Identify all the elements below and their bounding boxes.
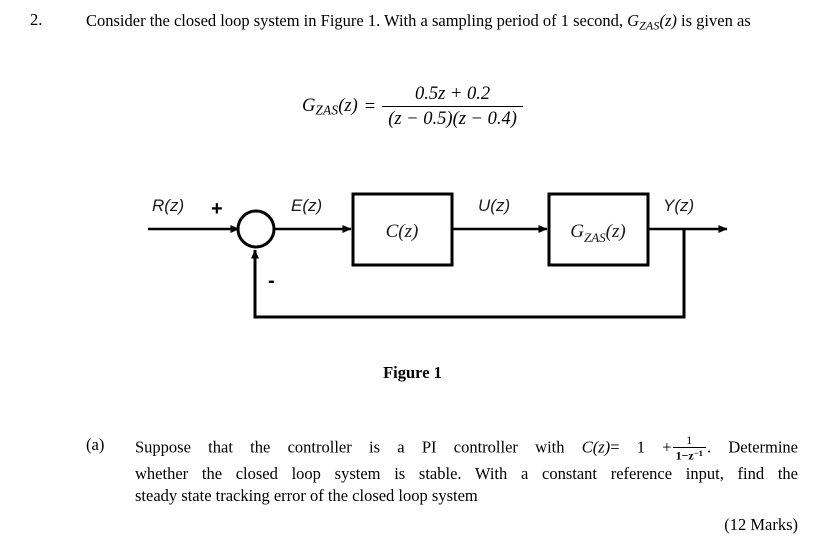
part-a-label: (a)	[86, 435, 105, 454]
label-control-U: U(z)	[478, 196, 510, 215]
plant-label-subscript: ZAS	[584, 230, 606, 245]
symbol-G-subscript: ZAS	[639, 18, 660, 33]
plant-label-var: z	[611, 221, 620, 242]
controller-label-var: z	[404, 221, 413, 242]
part-a-line-1: Suppose that the controller is a PI cont…	[135, 433, 799, 463]
equation-row: GZAS(z) = 0.5z + 0.2 (z − 0.5)(z − 0.4)	[302, 84, 523, 131]
label-plus-sign: +	[211, 198, 223, 220]
symbol-G: G	[627, 11, 640, 30]
equation-lhs-subscript: ZAS	[315, 102, 339, 118]
plant-block-label: GZAS(z)	[570, 221, 625, 245]
part-a-fraction-numerator: 1	[686, 433, 693, 447]
plant-label-main: G	[570, 221, 584, 242]
label-minus-sign: -	[268, 270, 275, 292]
part-a-denominator-exponent: −1	[693, 447, 703, 458]
label-input-R: R(z)	[152, 196, 184, 215]
part-a-body: Suppose that the controller is a PI cont…	[135, 433, 799, 507]
figure-caption: Figure 1	[383, 363, 442, 382]
part-a-text-c: . Determine	[706, 437, 799, 457]
label-output-Y: Y(z)	[663, 196, 694, 215]
part-a-text-a: Suppose that the controller is a PI cont…	[135, 437, 582, 457]
controller-label-main: C(	[386, 221, 407, 242]
equation-denominator: (z − 0.5)(z − 0.4)	[382, 106, 523, 130]
marks-allocation: (12 Marks)	[724, 515, 798, 534]
controller-label-close: )	[411, 221, 418, 242]
equation-lhs-argument: (z)	[338, 95, 358, 116]
block-diagram-figure: C(z) GZAS(z) R(z) + E(z) U(z) Y(z) -	[0, 175, 825, 350]
feedback-path	[251, 229, 686, 319]
part-a-line-2: whether the closed loop system is stable…	[135, 463, 798, 483]
label-error-E: E(z)	[291, 196, 322, 215]
question-text-segment-1: Consider the closed loop system in Figur…	[86, 11, 628, 30]
plant-label-open: (	[606, 221, 614, 242]
part-a-fraction-denominator: 1−z−1	[672, 446, 706, 463]
equation-lhs-G: G	[302, 95, 316, 116]
question-number: 2.	[30, 10, 43, 29]
plant-label-close: )	[618, 221, 625, 242]
question-text: Consider the closed loop system in Figur…	[86, 10, 806, 36]
part-a-cz-symbol: C(z)	[581, 437, 611, 457]
part-a-denominator-base: 1−z	[675, 448, 694, 463]
block-diagram-svg: C(z) GZAS(z) R(z) + E(z) U(z) Y(z) -	[148, 192, 728, 319]
controller-block-label: C(z)	[386, 221, 419, 242]
question-text-segment-2: is given as	[676, 11, 751, 30]
summing-junction	[236, 209, 276, 249]
part-a-line-3: steady state tracking error of the close…	[135, 485, 478, 505]
symbol-G-argument: (z)	[659, 11, 677, 30]
display-equation: GZAS(z) = 0.5z + 0.2 (z − 0.5)(z − 0.4)	[0, 84, 825, 131]
plant-block	[547, 192, 650, 267]
equation-numerator: 0.5z + 0.2	[414, 84, 491, 104]
equation-lhs: GZAS(z)	[302, 96, 358, 119]
part-a-text-b: = 1 +	[610, 437, 672, 457]
controller-block	[351, 192, 454, 267]
equation-equals-sign: =	[364, 96, 376, 117]
equation-fraction: 0.5z + 0.2 (z − 0.5)(z − 0.4)	[382, 84, 523, 131]
